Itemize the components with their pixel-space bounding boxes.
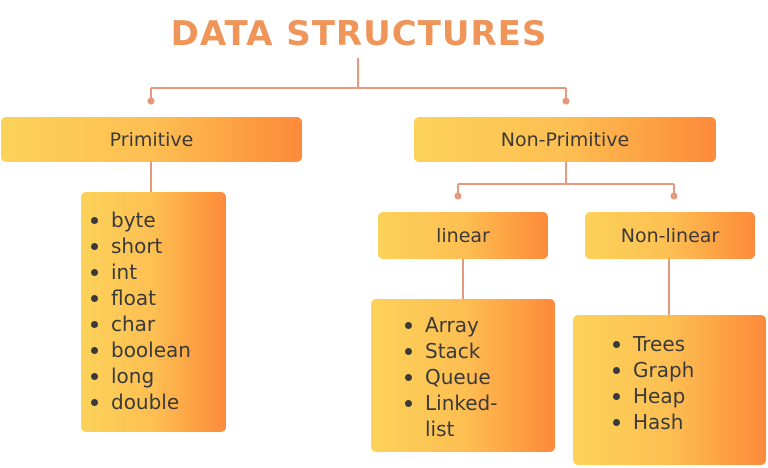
non-linear-connector-dot xyxy=(670,192,678,200)
bullet-icon xyxy=(613,419,620,426)
list-item: short xyxy=(89,233,226,259)
primitive-node-label: Primitive xyxy=(109,128,194,151)
list-item-label: Array xyxy=(425,313,479,337)
list-item-label: list xyxy=(425,417,455,441)
list-item: float xyxy=(89,285,226,311)
list-item-label: int xyxy=(111,260,138,284)
list-item: double xyxy=(89,389,226,415)
non-primitive-node-label: Non-Primitive xyxy=(500,128,630,151)
primitive-connector-dot xyxy=(147,97,155,105)
list-item: byte xyxy=(89,207,226,233)
bullet-icon xyxy=(91,399,98,406)
non-linear-structures-list: Trees Graph Heap Hash xyxy=(573,315,766,465)
primitive-types-list: byte short int float char boolean long d… xyxy=(81,192,226,432)
bullet-icon xyxy=(405,400,412,407)
list-item: Graph xyxy=(611,357,766,383)
list-item-label: Stack xyxy=(425,339,481,363)
list-item: boolean xyxy=(89,337,226,363)
bullet-icon xyxy=(91,243,98,250)
list-item: Trees xyxy=(611,331,766,357)
bullet-icon xyxy=(91,217,98,224)
bullet-icon xyxy=(91,321,98,328)
primitive-node: Primitive xyxy=(1,117,302,162)
list-item: Array xyxy=(403,312,555,338)
bullet-icon xyxy=(613,341,620,348)
bullet-icon xyxy=(405,322,412,329)
list-item-label: double xyxy=(111,390,180,414)
list-item-label: byte xyxy=(111,208,156,232)
list-item-label: long xyxy=(111,364,155,388)
non-linear-node-label: Non-linear xyxy=(620,224,720,247)
list-item: Heap xyxy=(611,383,766,409)
list-item: int xyxy=(89,259,226,285)
list-item-label: Hash xyxy=(633,410,684,434)
non-primitive-connector-dot xyxy=(562,97,570,105)
list-item: Linked- xyxy=(403,390,555,416)
list-item: long xyxy=(89,363,226,389)
non-primitive-node: Non-Primitive xyxy=(414,117,716,162)
bullet-icon xyxy=(405,348,412,355)
linear-node-label: linear xyxy=(436,224,490,247)
linear-connector-dot xyxy=(454,192,462,200)
list-item-continuation: list xyxy=(403,416,555,442)
bullet-icon xyxy=(91,373,98,380)
list-item-label: Graph xyxy=(633,358,695,382)
list-item-label: Trees xyxy=(633,332,686,356)
linear-structures-list: Array Stack Queue Linked- list xyxy=(371,299,555,452)
list-item-label: short xyxy=(111,234,163,258)
bullet-icon xyxy=(91,269,98,276)
linear-node: linear xyxy=(378,212,548,259)
bullet-icon xyxy=(613,367,620,374)
bullet-icon xyxy=(405,374,412,381)
bullet-icon xyxy=(91,347,98,354)
list-item-label: float xyxy=(111,286,156,310)
bullet-icon xyxy=(91,295,98,302)
bullet-icon xyxy=(613,393,620,400)
list-item-label: char xyxy=(111,312,156,336)
list-item-label: Queue xyxy=(425,365,491,389)
list-item-label: Heap xyxy=(633,384,686,408)
list-item-label: Linked- xyxy=(425,391,498,415)
non-linear-node: Non-linear xyxy=(585,212,755,259)
list-item: Queue xyxy=(403,364,555,390)
list-item: Stack xyxy=(403,338,555,364)
list-item: char xyxy=(89,311,226,337)
list-item-label: boolean xyxy=(111,338,191,362)
diagram-title: DATA STRUCTURES xyxy=(170,14,548,54)
list-item: Hash xyxy=(611,409,766,435)
